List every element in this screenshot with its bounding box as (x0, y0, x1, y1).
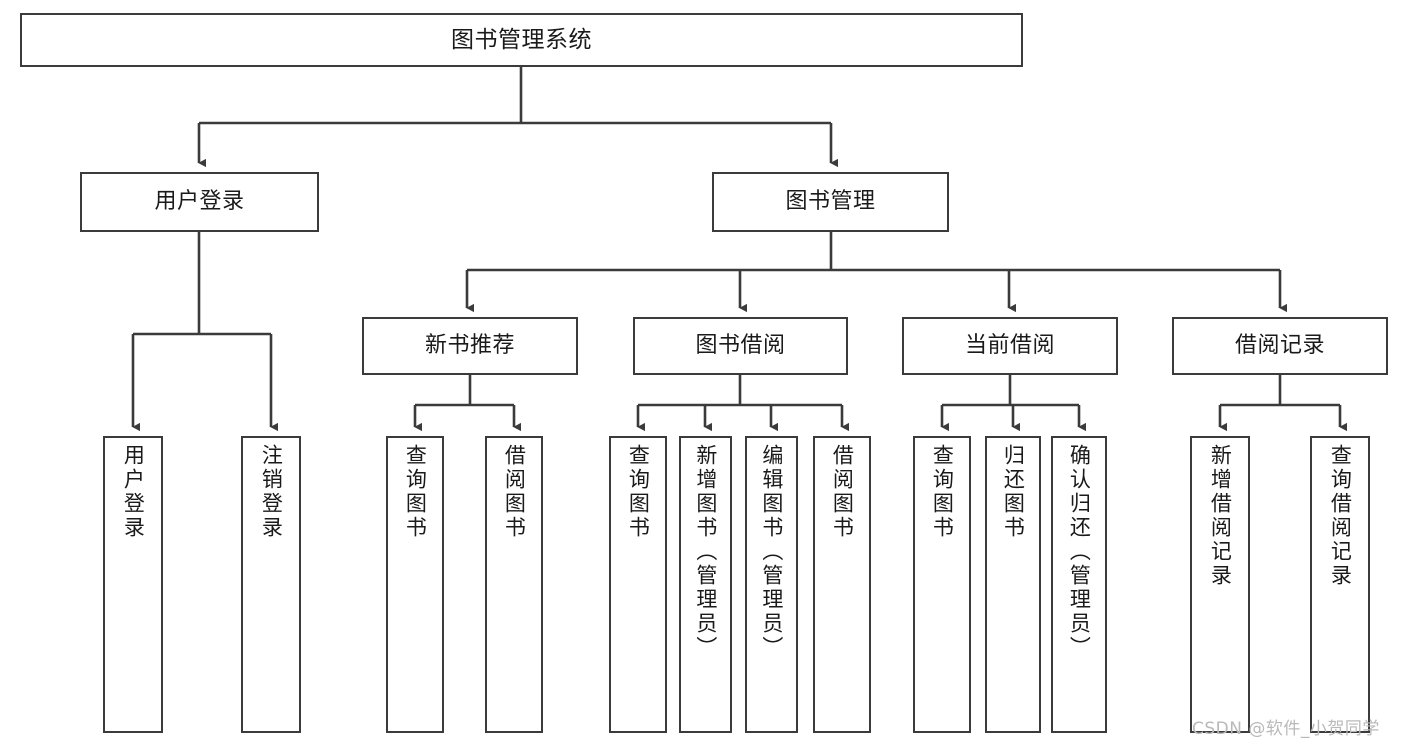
node-label: 新书推荐 (424, 333, 515, 359)
node-leaf-add-book-admin[interactable]: 新增图书（管理员） (679, 436, 732, 733)
node-label: 新增图书（管理员） (693, 444, 718, 660)
node-label: 查询图书 (403, 444, 428, 540)
node-label: 借阅记录 (1234, 333, 1325, 359)
node-label: 确认归还（管理员） (1067, 444, 1092, 660)
csdn-watermark: CSDN @软件_小贺同学 (1192, 719, 1380, 739)
node-label: 用户登录 (121, 444, 146, 540)
edge-group-current-borrow (940, 375, 1087, 432)
edge-group-book-borrow (636, 375, 850, 432)
edge-group-user-login (131, 232, 279, 432)
node-leaf-logout[interactable]: 注销登录 (241, 436, 301, 733)
node-book-borrow[interactable]: 图书借阅 (633, 317, 848, 375)
node-leaf-query-book-current[interactable]: 查询图书 (913, 436, 971, 733)
node-leaf-return-book[interactable]: 归还图书 (985, 436, 1041, 733)
node-label: 用户登录 (154, 189, 245, 215)
node-leaf-add-borrow-record[interactable]: 新增借阅记录 (1190, 436, 1250, 733)
edge-group-book-management (465, 232, 1288, 313)
node-leaf-borrow-book-recommend[interactable]: 借阅图书 (485, 436, 543, 733)
node-new-book-recommend[interactable]: 新书推荐 (362, 317, 578, 375)
edge-group-root (197, 67, 839, 168)
node-label: 注销登录 (259, 444, 284, 540)
node-label: 借阅图书 (830, 444, 855, 540)
node-leaf-query-book-recommend[interactable]: 查询图书 (386, 436, 444, 733)
node-label: 归还图书 (1001, 444, 1026, 540)
node-root-book-management-system[interactable]: 图书管理系统 (20, 13, 1023, 67)
node-label: 新增借阅记录 (1208, 444, 1233, 588)
node-leaf-confirm-return-admin[interactable]: 确认归还（管理员） (1051, 436, 1107, 733)
node-leaf-query-borrow-record[interactable]: 查询借阅记录 (1310, 436, 1370, 733)
node-leaf-edit-book-admin[interactable]: 编辑图书（管理员） (745, 436, 798, 733)
node-leaf-user-login[interactable]: 用户登录 (103, 436, 163, 733)
node-label: 查询图书 (626, 444, 651, 540)
node-label: 当前借阅 (964, 333, 1055, 359)
node-current-borrow[interactable]: 当前借阅 (902, 317, 1118, 375)
node-leaf-query-book-borrow[interactable]: 查询图书 (609, 436, 667, 733)
node-label: 查询借阅记录 (1328, 444, 1353, 588)
edge-group-borrow-record (1218, 375, 1348, 432)
node-label: 查询图书 (930, 444, 955, 540)
node-leaf-borrow-book[interactable]: 借阅图书 (813, 436, 871, 733)
node-user-login[interactable]: 用户登录 (80, 172, 319, 232)
node-label: 借阅图书 (502, 444, 527, 540)
node-label: 图书借阅 (695, 333, 786, 359)
node-book-management[interactable]: 图书管理 (712, 172, 949, 232)
edge-group-new-book-recommend (413, 375, 522, 432)
node-label: 图书管理 (785, 189, 876, 215)
node-label: 图书管理系统 (451, 26, 592, 53)
node-label: 编辑图书（管理员） (759, 444, 784, 660)
node-borrow-record[interactable]: 借阅记录 (1172, 317, 1388, 375)
